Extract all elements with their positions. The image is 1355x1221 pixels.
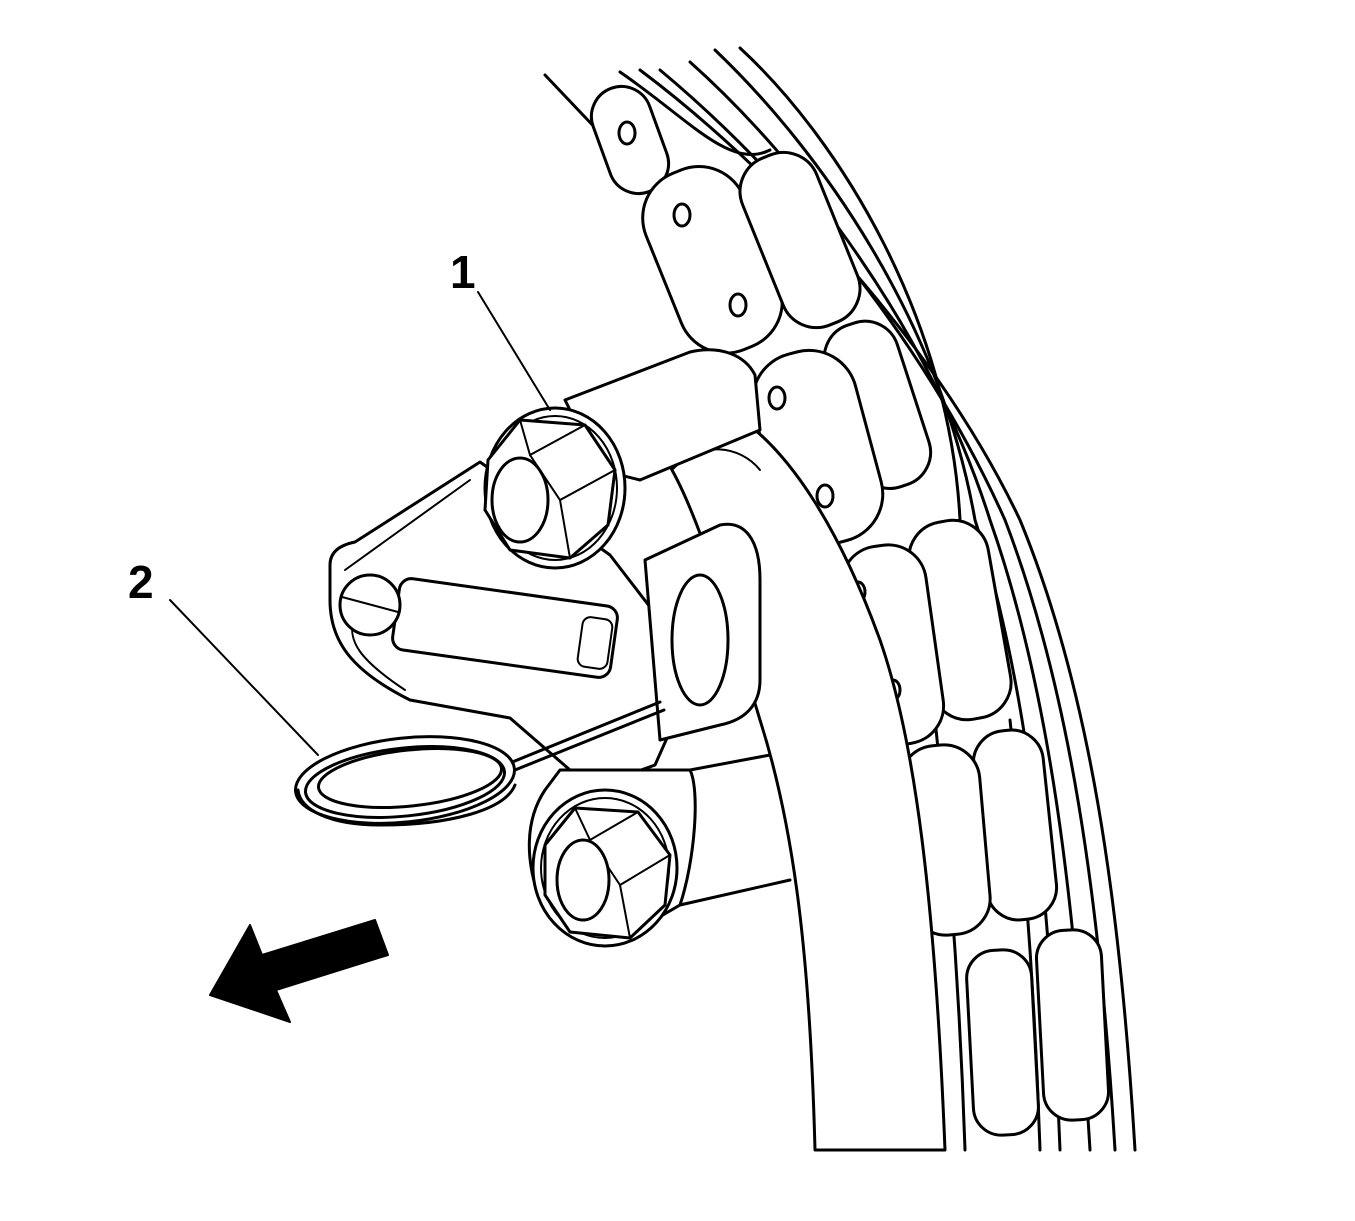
retaining-pin [294,700,666,827]
callout-1-leader [477,291,551,411]
lower-bolt [531,788,679,948]
direction-arrow-icon [209,919,389,1023]
timing-chain [543,46,1137,1152]
tensioner-shoe [653,402,947,1152]
callout-2-leader [169,599,319,756]
chain-link [1034,928,1110,1122]
callout-1: 1 [450,246,551,411]
upper-bolt [483,406,627,570]
callout-2-label: 2 [128,556,154,608]
callout-1-label: 1 [450,246,476,298]
chain-link [965,948,1040,1137]
chain-link [738,150,862,330]
callout-2: 2 [128,556,319,756]
